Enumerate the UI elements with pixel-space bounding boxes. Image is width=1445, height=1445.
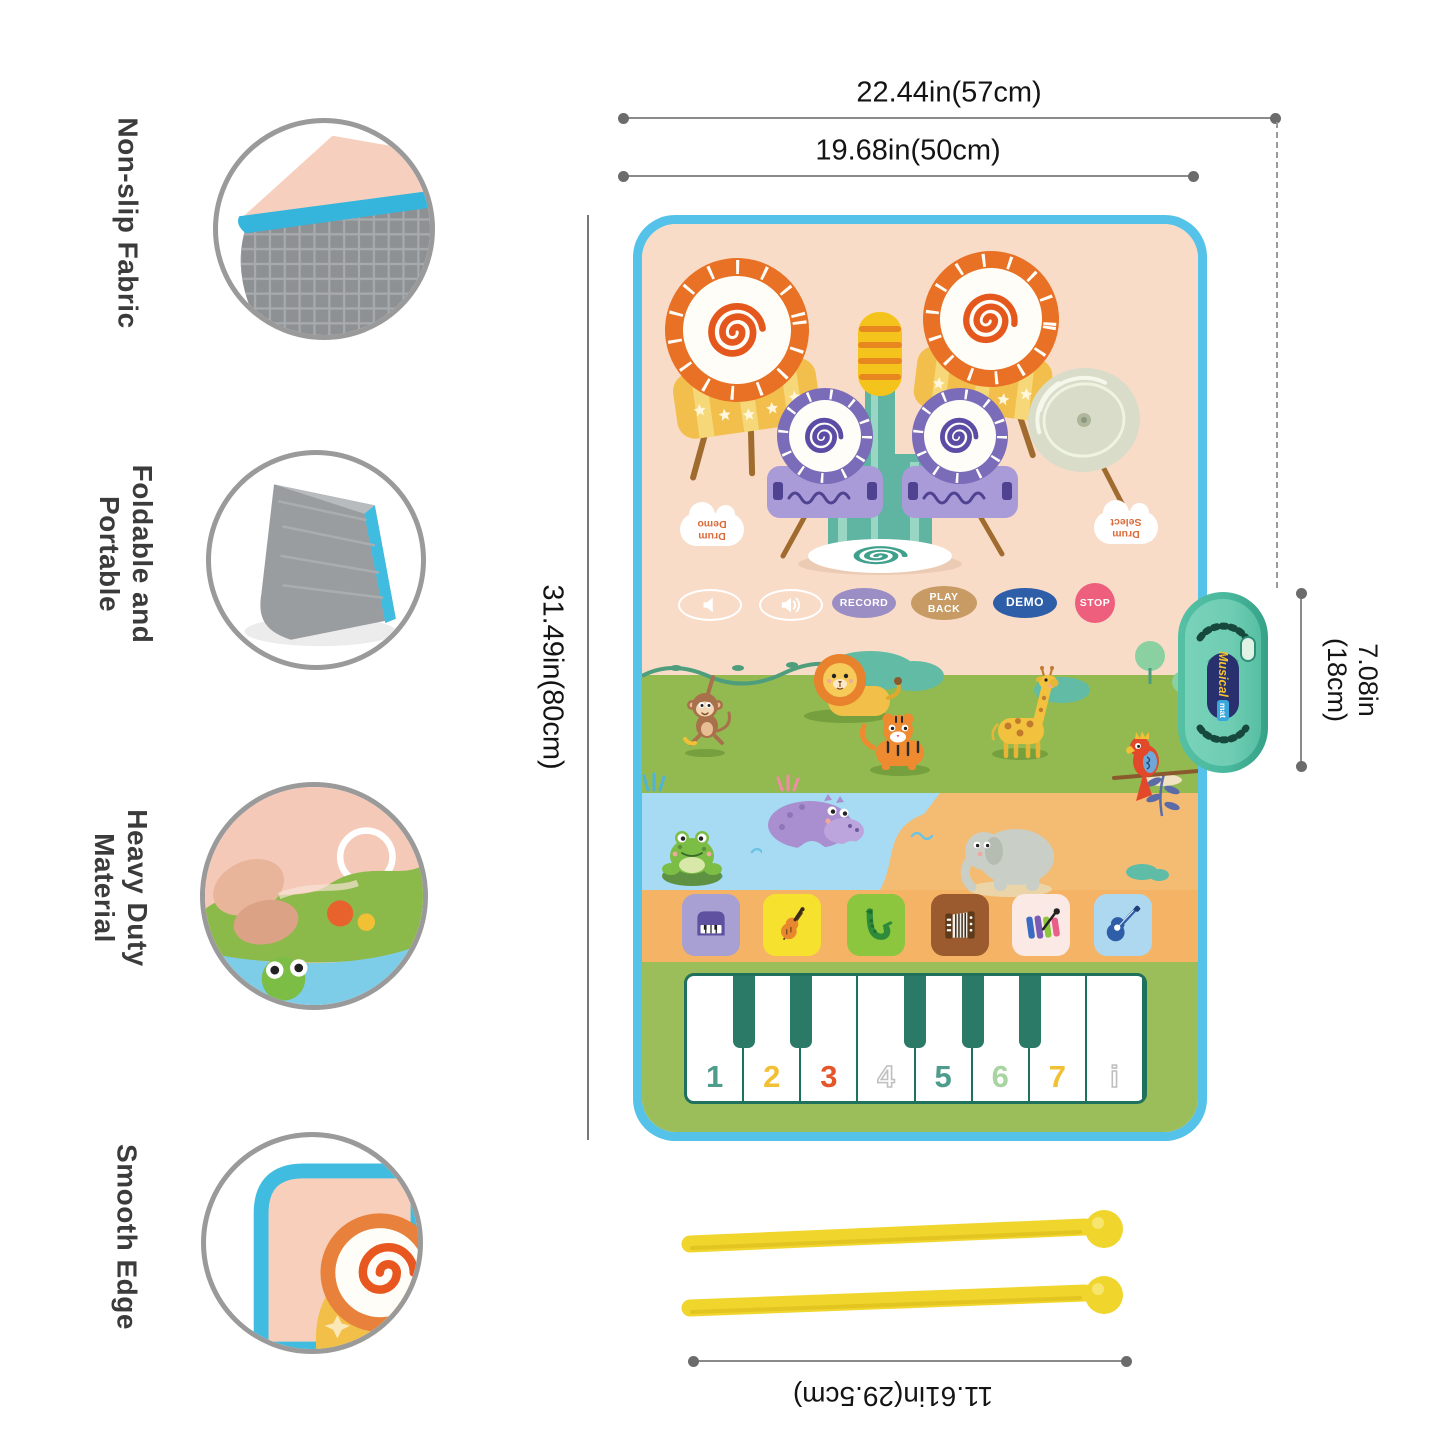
drumstick — [681, 1210, 1123, 1253]
dim-overall-width: 22.44in(57cm) — [856, 76, 1042, 109]
lion-illustration — [804, 654, 902, 723]
grass-band — [642, 675, 1198, 793]
piano-key-3: 3 — [801, 976, 859, 1101]
dim-speaker-height: 7.08in (18cm) — [1322, 637, 1384, 722]
xylophone-icon — [1026, 908, 1060, 939]
guitar-icon — [1106, 905, 1141, 942]
speaker-module: Musical mat — [1178, 592, 1268, 773]
monkey-illustration — [683, 675, 731, 757]
black-key — [790, 976, 812, 1048]
black-key — [733, 976, 755, 1048]
frog-illustration — [662, 831, 722, 886]
dim-line-mat-width — [618, 170, 1199, 182]
brand-sub: mat — [1217, 699, 1229, 721]
volume-quiet-icon — [703, 597, 713, 613]
saxophone-icon — [865, 908, 893, 940]
drum-demo-label: Drum Demo — [680, 502, 744, 546]
dim-drumsticks-length: 11.61in(29.5cm) — [792, 1381, 994, 1412]
brand-label: Musical mat — [1207, 651, 1239, 721]
tree — [1135, 641, 1165, 684]
demo-button: DEMO — [993, 588, 1057, 618]
piano-key-i: i — [1087, 976, 1144, 1101]
elephant-illustration — [960, 829, 1054, 897]
record-button: RECORD — [832, 588, 896, 618]
playback-button: PLAY BACK — [911, 586, 977, 620]
feature-label-nonslip: Non-slip Fabric — [112, 117, 144, 329]
feature-label-smoothedge: Smooth Edge — [111, 1144, 143, 1330]
piano-icon — [697, 911, 725, 936]
piano-tile — [682, 894, 740, 956]
piano-key-7: 7 — [1030, 976, 1087, 1101]
parrot-illustration — [1112, 731, 1198, 801]
drumsticks — [681, 1210, 1123, 1317]
stop-button: STOP — [1075, 583, 1115, 623]
vine — [642, 661, 844, 686]
black-key — [962, 976, 984, 1048]
dim-line-mat-height — [587, 215, 589, 1140]
power-switch — [1240, 636, 1256, 662]
dim-line-speaker-height — [1295, 588, 1307, 772]
hippo-illustration — [762, 794, 864, 861]
mallet — [858, 312, 902, 396]
xylophone-tile — [1012, 894, 1070, 956]
feature-label-heavyduty: Heavy Duty Material — [89, 809, 154, 967]
guitar-tile — [1094, 894, 1152, 956]
piano-keyboard: 1 2 3 4 5 6 7 i — [684, 973, 1147, 1104]
volume-loud-button — [759, 589, 823, 621]
heavyduty-photo — [200, 782, 428, 1010]
violin-tile — [763, 894, 821, 956]
black-key — [904, 976, 926, 1048]
brand-name: Musical — [1216, 651, 1230, 697]
plant — [1146, 773, 1180, 817]
drum-select-label: Drum Select — [1094, 500, 1158, 544]
smoothedge-photo — [201, 1132, 423, 1354]
accordion-tile — [931, 894, 989, 956]
tom-drum-left — [767, 388, 883, 559]
dim-line-overall-width — [618, 112, 1281, 124]
dim-mat-width: 19.68in(50cm) — [815, 134, 1001, 167]
drumstick — [681, 1276, 1123, 1317]
saxophone-tile — [847, 894, 905, 956]
nonslip-photo — [213, 118, 435, 340]
dim-extension-line — [1276, 122, 1278, 588]
tiger-illustration — [859, 713, 930, 776]
dim-mat-height: 31.49in(80cm) — [536, 584, 569, 770]
volume-quiet-button — [678, 589, 742, 621]
tom-drum-right — [902, 388, 1018, 557]
violin-icon — [780, 907, 805, 941]
accordion-icon — [945, 911, 975, 939]
volume-loud-icon — [781, 597, 801, 613]
giraffe-illustration — [991, 666, 1059, 760]
foldable-photo — [206, 450, 426, 670]
feature-label-foldable: Foldable and Portable — [94, 464, 159, 644]
cymbal — [1028, 367, 1144, 544]
black-key — [1019, 976, 1041, 1048]
dim-line-drumsticks — [688, 1355, 1132, 1367]
musical-play-mat: Drum Demo Drum Select RECORD PLAY BACK D… — [633, 215, 1207, 1141]
